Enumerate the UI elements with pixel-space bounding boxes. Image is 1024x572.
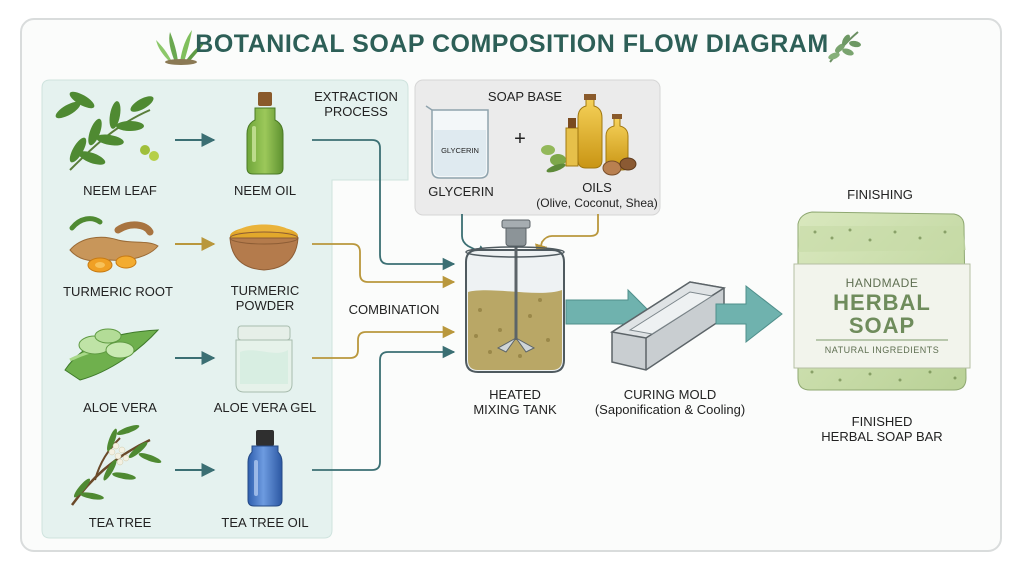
extract-label-neem-oil: NEEM OIL [200,183,330,198]
extract-label-turmeric-powder-line1: TURMERIC [230,283,300,298]
connector-glycerin [461,214,490,257]
oils-bottles-icon [541,94,637,176]
finished-soap-caption: FINISHED HERBAL SOAP BAR [800,414,964,444]
finished-soap-caption-line1: FINISHED [851,414,913,429]
extract-label-tea-tree-oil-line1: TEA TREE OIL [221,515,309,530]
aloe-vera-icon [64,328,160,381]
mixing-tank-label-line1: HEATED [489,387,541,402]
mixing-tank-label-line2: MIXING TANK [473,402,557,417]
extract-label-tea-tree-oil: TEA TREE OIL [200,515,330,530]
mixing-tank-icon [465,219,565,373]
source-label-tea-tree: TEA TREE [88,515,152,530]
extract-label-turmeric-powder: TURMERIC POWDER [200,283,330,313]
extraction-heading-line1: EXTRACTION [314,89,398,104]
soap-bar-text-handmade: HANDMADE [845,276,919,290]
curing-mold-icon [609,281,727,371]
connector-aloe [312,325,456,359]
connector-turmeric [312,243,456,289]
tea-tree-oil-bottle-icon [247,430,283,507]
glycerin-label: GLYCERIN [428,184,494,199]
extraction-heading-line2: PROCESS [324,104,388,119]
soap-base-plus: + [514,128,526,150]
finished-soap-caption-line2: HERBAL SOAP BAR [821,429,943,444]
diagram-title: BOTANICAL SOAP COMPOSITION FLOW DIAGRAM [195,30,829,58]
soap-bar-icon [793,211,971,391]
oils-label: OILS [582,180,612,195]
aloe-title-icon [156,30,205,65]
aloe-vera-gel-jar-icon [235,325,293,393]
turmeric-powder-bowl-icon [229,224,299,271]
connector-tea-tree [312,345,456,471]
tea-tree-icon [70,425,162,506]
soap-bar-text-soap: SOAP [848,313,916,338]
source-label-turmeric-root: TURMERIC ROOT [63,284,173,299]
curing-mold-label: CURING MOLD (Saponification & Cooling) [582,387,758,417]
soap-bar-text-herbal: HERBAL [833,290,931,315]
oils-detail: (Olive, Coconut, Shea) [536,196,658,210]
curing-mold-label-line2: (Saponification & Cooling) [594,402,746,417]
soap-bar-text-natural-ingredients: NATURAL INGREDIENTS [824,345,940,355]
extract-label-turmeric-powder-line2: POWDER [235,298,295,313]
arrow-mold-to-soap [715,284,783,344]
glycerin-beaker-text: GLYCERIN [441,146,479,155]
connector-oils [535,214,599,258]
neem-leaf-icon [55,91,159,171]
extract-label-neem-oil-line1: NEEM OIL [233,183,297,198]
source-label-aloe-vera: ALOE VERA [83,400,157,415]
mixing-tank-label: HEATED MIXING TANK [455,387,575,417]
extract-label-aloe-vera-gel: ALOE VERA GEL [200,400,330,415]
connector-neem-oil [312,139,456,271]
curing-mold-label-line1: CURING MOLD [623,387,717,402]
extraction-heading: EXTRACTION PROCESS [282,89,430,119]
combination-label: COMBINATION [348,302,440,317]
extraction-panel [41,79,409,539]
finishing-heading: FINISHING [847,187,913,202]
soap-base-heading: SOAP BASE [487,89,563,104]
glycerin-beaker-icon [425,105,489,179]
herb-sprig-title-icon [828,31,861,63]
turmeric-root-icon [69,216,159,273]
extract-label-aloe-vera-gel-line1: ALOE VERA GEL [213,400,317,415]
neem-oil-bottle-icon [246,92,284,175]
source-label-neem-leaf: NEEM LEAF [83,183,157,198]
